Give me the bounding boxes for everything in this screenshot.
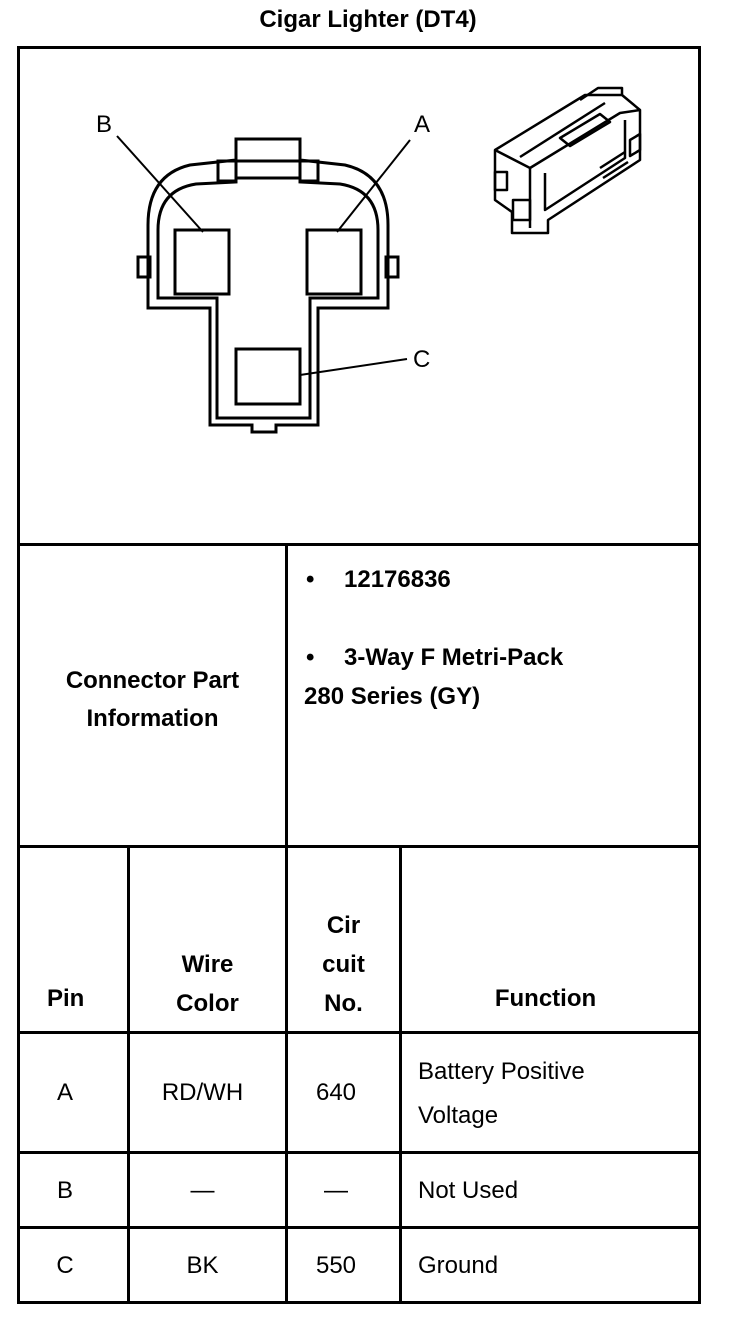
bullet-part-number: • — [306, 566, 315, 593]
connector-info-label: Connector Part Information — [20, 662, 285, 738]
row-b-pin: B — [56, 1177, 73, 1204]
divider-row-b-bottom — [17, 1226, 701, 1229]
housing-inner-outline — [156, 176, 380, 420]
header-wire-color-line1: Wire — [181, 951, 234, 978]
cavity-a — [305, 228, 363, 296]
divider-col-wire — [285, 845, 288, 1304]
leader-a — [336, 139, 411, 233]
row-b-wire-color: — — [190, 1177, 215, 1204]
side-tab-right — [384, 255, 400, 279]
row-b-circuit: — — [324, 1177, 348, 1204]
row-a-wire-color: RD/WH — [161, 1079, 244, 1106]
connector-description-line2: 280 Series (GY) — [304, 683, 481, 710]
row-c-function: Ground — [418, 1252, 499, 1279]
header-circuit-number: Cir cuit No. — [288, 906, 399, 1023]
pin-label-a: A — [414, 111, 430, 138]
leader-c — [299, 358, 408, 376]
row-b-function: Not Used — [418, 1177, 519, 1204]
row-a-function-line1: Battery Positive — [418, 1058, 585, 1085]
row-c-pin: C — [56, 1252, 74, 1279]
divider-row-a-bottom — [17, 1151, 701, 1154]
divider-info-bottom — [17, 845, 701, 848]
pin-label-c: C — [413, 346, 430, 373]
latch-top — [234, 137, 302, 163]
latch-right-tab — [298, 159, 320, 183]
header-circuit-line2: cuit — [322, 951, 365, 978]
side-tab-left — [136, 255, 152, 279]
connector-face-diagram: B A C — [96, 86, 642, 434]
row-c-circuit: 550 — [315, 1252, 357, 1279]
divider-diagram-bottom — [17, 543, 701, 546]
row-a-circuit: 640 — [315, 1079, 357, 1106]
connector-3d-illustration — [493, 86, 642, 235]
divider-col-circuit — [399, 845, 402, 1304]
connector-info-label-line1: Connector Part — [65, 667, 240, 694]
header-circuit-line1: Cir — [326, 912, 361, 939]
bullet-description: • — [306, 644, 315, 671]
header-pin: Pin — [47, 985, 85, 1012]
header-function: Function — [494, 985, 597, 1012]
header-wire-color-line2: Color — [176, 990, 239, 1017]
latch-left-tab — [216, 159, 238, 183]
divider-col-pin — [127, 845, 130, 1304]
row-a-pin: A — [56, 1079, 73, 1106]
header-wire-color: Wire Color — [130, 945, 285, 1023]
divider-header-bottom — [17, 1031, 701, 1034]
row-c-wire-color: BK — [186, 1252, 219, 1279]
connector-part-number: 12176836 — [344, 566, 451, 593]
housing-outline — [146, 137, 390, 434]
leader-b — [116, 135, 204, 233]
divider-info-column — [285, 543, 288, 848]
header-circuit-line3: No. — [324, 990, 363, 1017]
connector-description-line1: 3-Way F Metri-Pack — [344, 644, 564, 671]
connector-info-label-line2: Information — [86, 705, 219, 732]
cavity-b — [173, 228, 231, 296]
row-a-function-line2: Voltage — [418, 1102, 499, 1129]
connector-sheet — [17, 46, 701, 1304]
document-title: Cigar Lighter (DT4) — [259, 6, 477, 33]
cavity-c — [234, 347, 302, 406]
pin-label-b: B — [96, 111, 112, 138]
